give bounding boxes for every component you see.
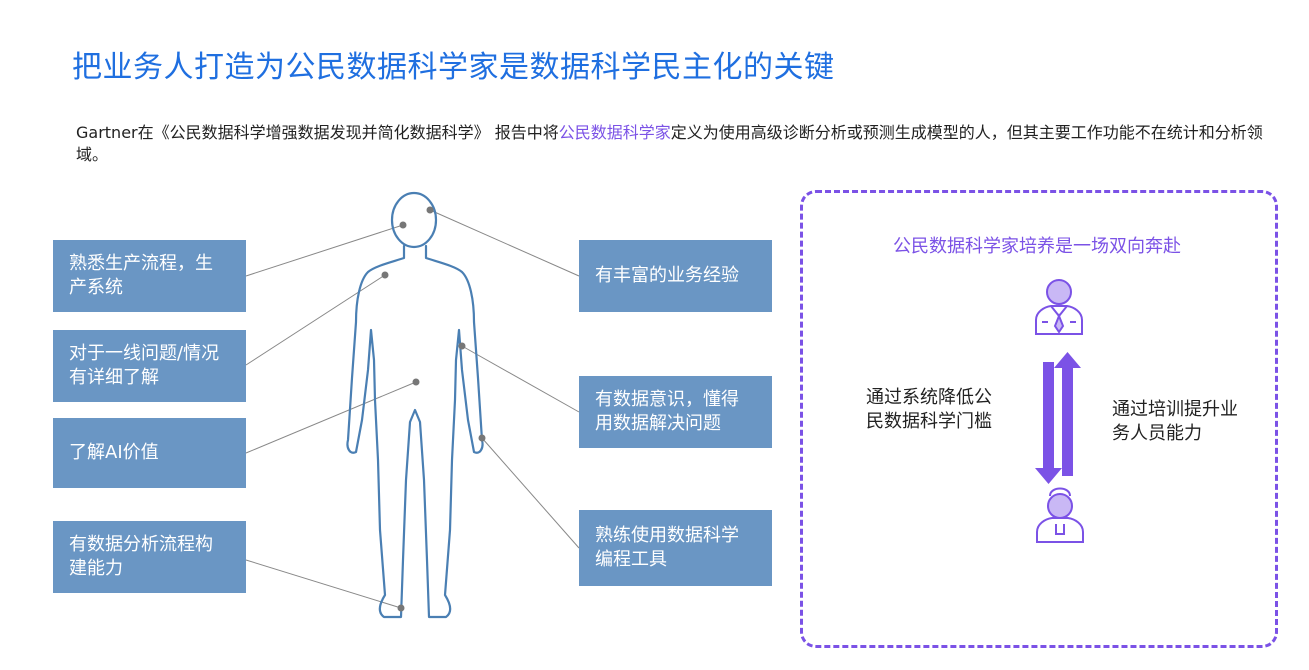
down-arrow-icon (1035, 362, 1062, 484)
panel-right-text: 通过培训提升业务人员能力 (1112, 398, 1238, 446)
marker-dot (382, 272, 389, 279)
head (392, 193, 436, 247)
right-box-data-awareness: 有数据意识，懂得用数据解决问题 (579, 376, 772, 448)
marker-dot (398, 605, 405, 612)
businessman-icon (1036, 280, 1082, 334)
left-box-production: 熟悉生产流程，生产系统 (53, 240, 246, 312)
marker-dots (382, 207, 486, 612)
connector-line (482, 438, 579, 548)
marker-dot (479, 435, 486, 442)
connector-line (246, 275, 385, 365)
right-box-business-experience: 有丰富的业务经验 (579, 240, 772, 312)
connector-line (246, 560, 401, 608)
left-box-analysis-flow: 有数据分析流程构建能力 (53, 521, 246, 593)
marker-dot (400, 222, 407, 229)
worker-icon (1037, 489, 1083, 543)
marker-dot (459, 343, 466, 350)
marker-dot (413, 379, 420, 386)
right-box-programming-tools: 熟练使用数据科学编程工具 (579, 510, 772, 586)
panel-title: 公民数据科学家培养是一场双向奔赴 (893, 232, 1181, 258)
body-silhouette (347, 246, 482, 617)
left-box-frontline: 对于一线问题/情况有详细了解 (53, 330, 246, 402)
up-arrow-icon (1054, 352, 1081, 476)
connector-line (246, 225, 403, 276)
panel-left-text: 通过系统降低公民数据科学门槛 (866, 386, 1006, 434)
body-outline (347, 193, 482, 617)
left-box-ai-value: 了解AI价值 (53, 418, 246, 488)
connector-lines (246, 210, 579, 608)
connector-line (246, 382, 416, 453)
marker-dot (427, 207, 434, 214)
panel-graphics (1020, 270, 1100, 550)
